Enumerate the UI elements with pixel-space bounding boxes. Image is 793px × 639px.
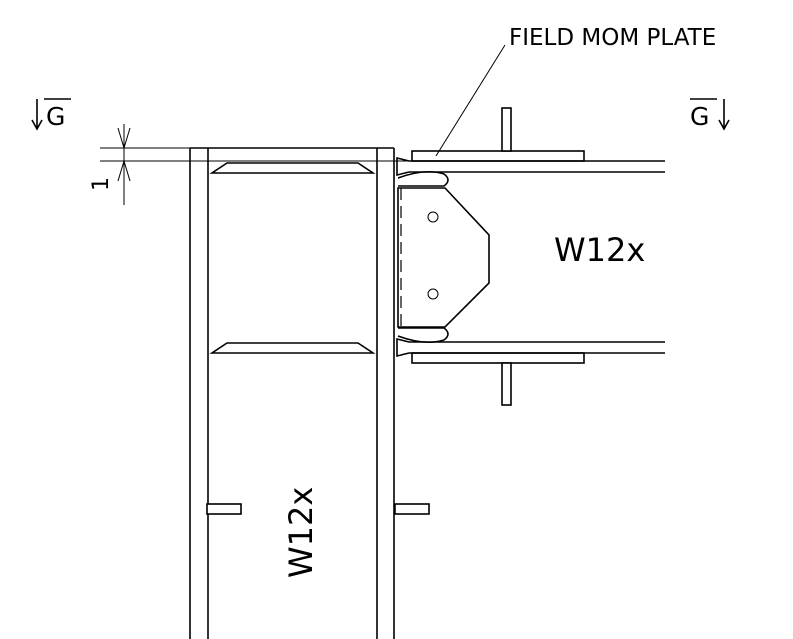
section-left-label: G	[46, 102, 65, 131]
top-weld-access-hole	[397, 170, 449, 187]
field-mom-plate-callout: FIELD MOM PLATE	[435, 25, 716, 157]
bolt-hole-lower	[427, 288, 439, 300]
callout-leader	[435, 44, 506, 157]
shear-tab-plate	[397, 187, 490, 328]
section-right-arrowhead	[718, 119, 730, 131]
beam-size-label: W12x	[554, 231, 645, 269]
top-erection-stub	[501, 107, 512, 152]
column-side-plate-left	[206, 503, 242, 515]
section-right-label: G	[690, 102, 709, 131]
upper-continuity-plate	[209, 162, 376, 174]
lower-continuity-plate	[209, 342, 376, 354]
dimension-value: 1	[89, 177, 114, 191]
dimension-arrow-top	[117, 127, 131, 150]
bottom-erection-stub	[501, 362, 512, 406]
column-side-plate-right	[394, 503, 430, 515]
top-moment-plate	[411, 150, 585, 162]
top-flange-weld-bevel	[396, 156, 410, 177]
column	[189, 147, 430, 639]
bolt-hole-upper	[427, 211, 439, 223]
column-size-label: W12x	[282, 487, 320, 578]
dimension-arrow-bottom	[117, 159, 131, 182]
section-marker-left: G	[31, 98, 71, 131]
bottom-flange-weld-bevel	[396, 337, 410, 358]
field-moment-plates	[411, 107, 585, 406]
bottom-moment-plate	[411, 352, 585, 364]
callout-text: FIELD MOM PLATE	[509, 25, 716, 51]
section-left-arrowhead	[31, 119, 43, 131]
bottom-weld-access-hole	[397, 327, 449, 344]
section-marker-right: G	[690, 98, 730, 131]
dimension-offset: 1	[89, 124, 409, 205]
